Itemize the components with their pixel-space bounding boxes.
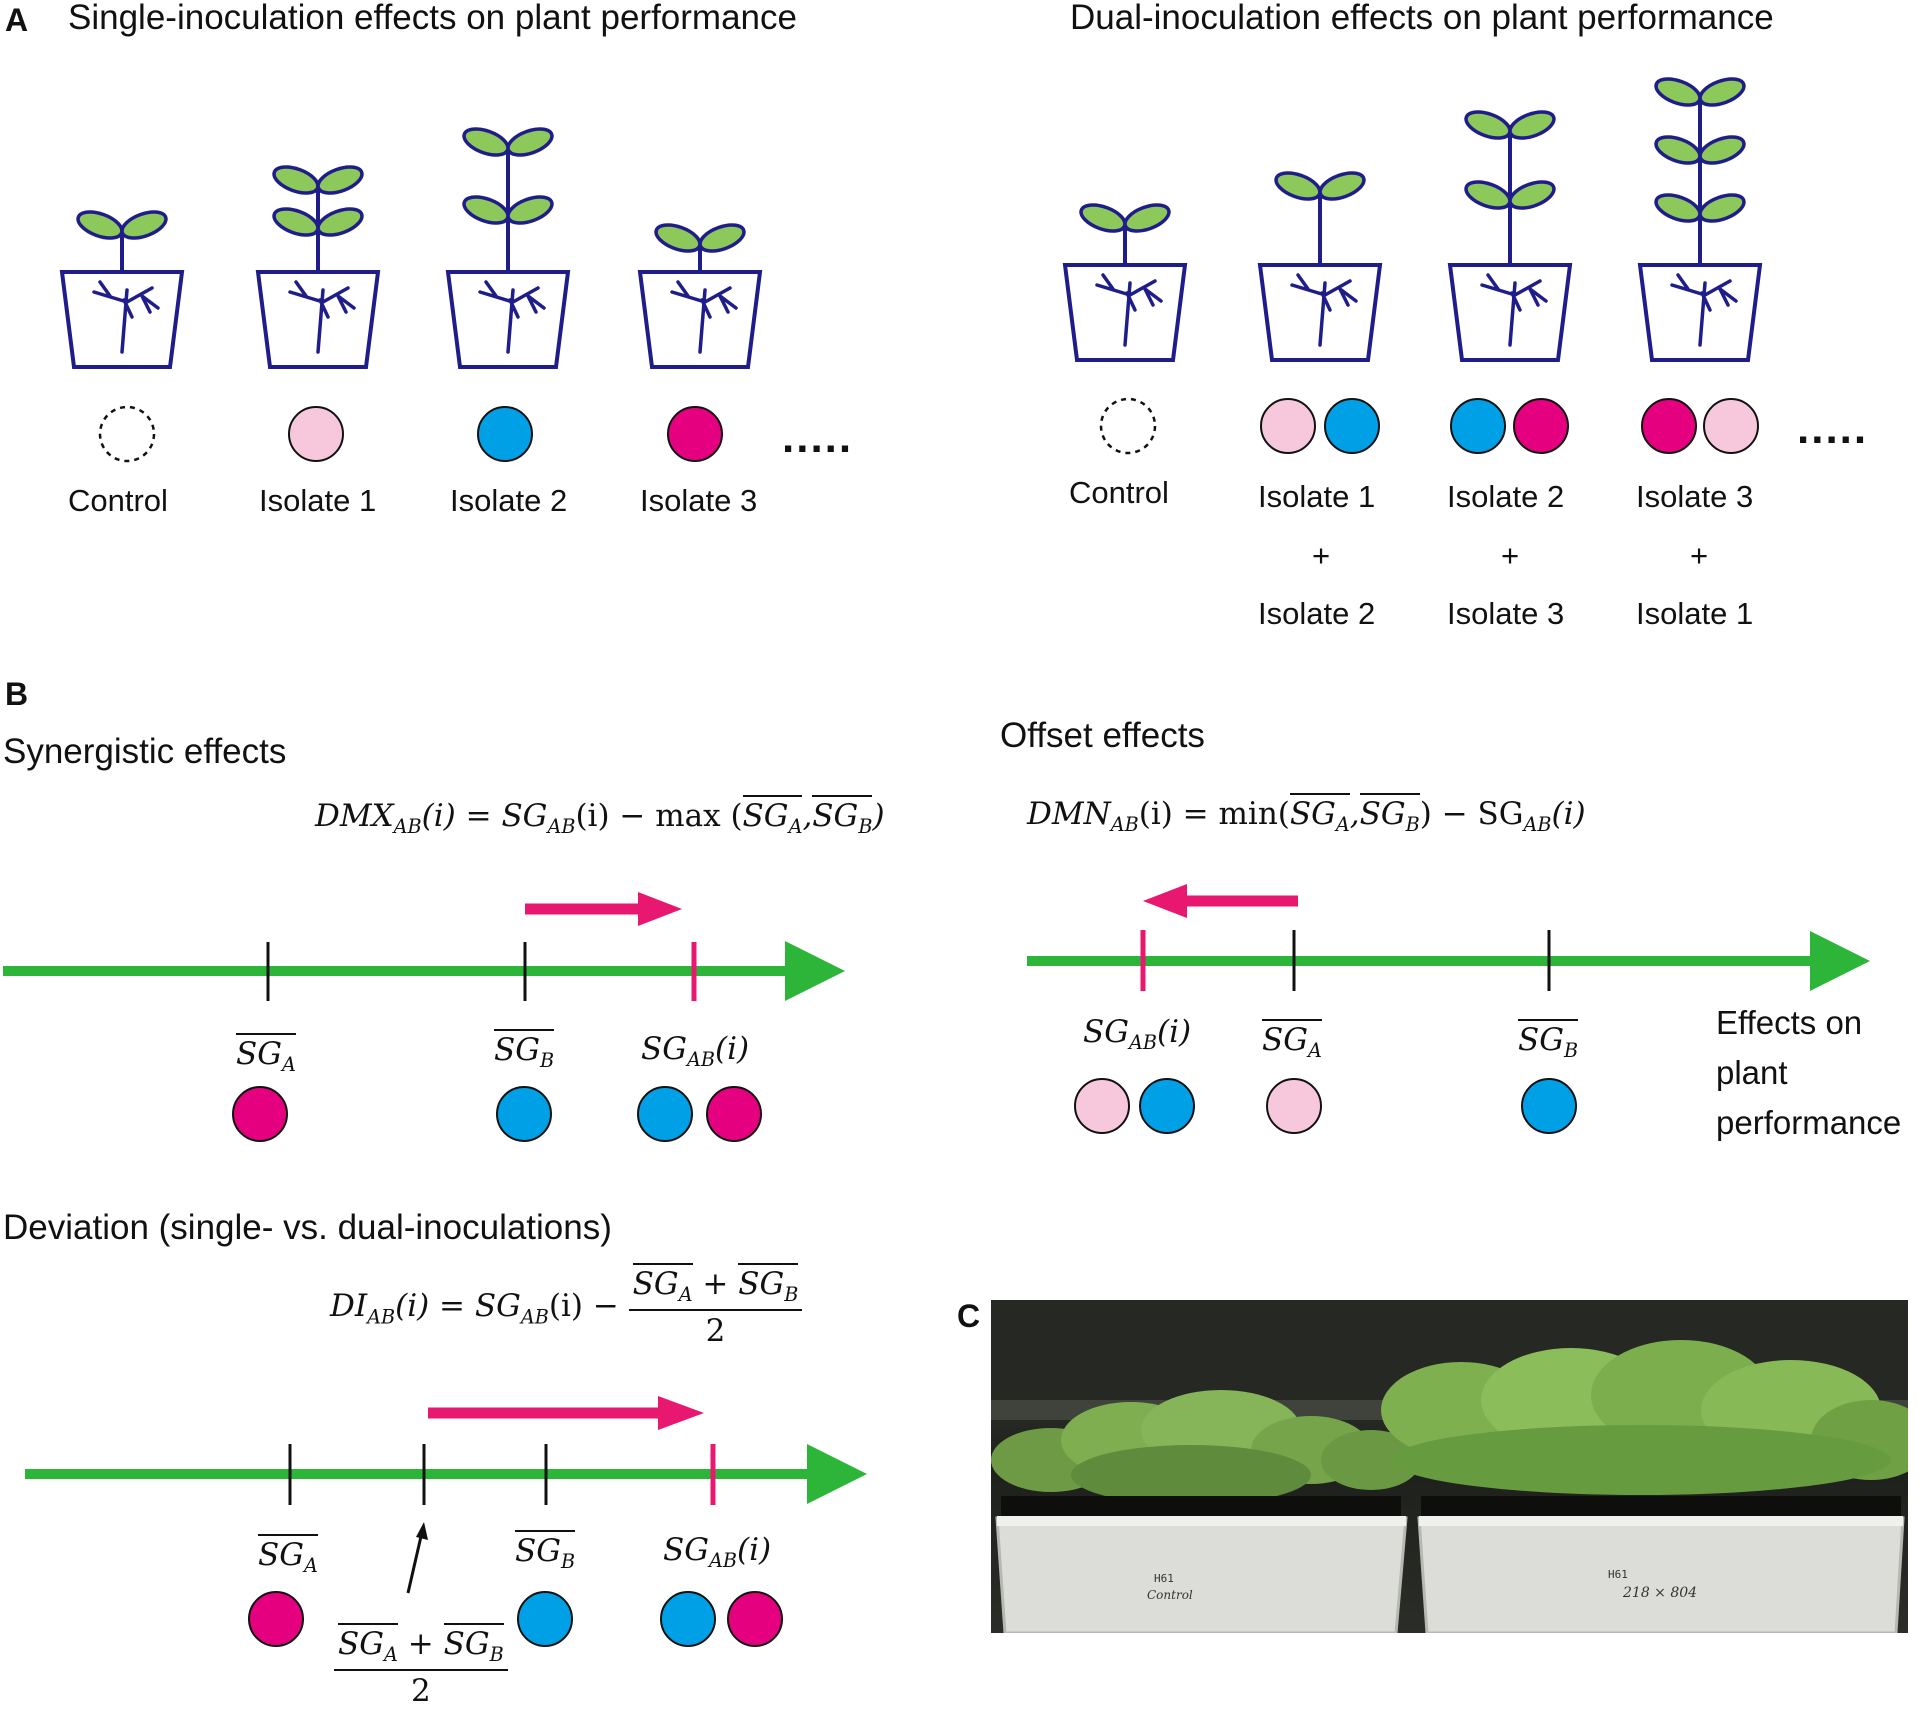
synergistic-label-sgb: SGB [494,1029,555,1072]
panel-b-letter: B [5,676,29,712]
deviation-label-sgab: SGAB(i) [663,1532,772,1573]
deviation-circle-ab-blue [660,1591,716,1647]
single-label-isolate-1: Isolate 1 [259,483,377,518]
single-label-control: Control [68,483,168,518]
offset-label-sga: SGA [1262,1019,1322,1062]
offset-label-sgb: SGB [1518,1019,1579,1062]
dual-combo-1-plus: + [1312,538,1331,573]
offset-circle-a [1266,1078,1322,1134]
dual-plant-1-2 [1258,166,1382,362]
dual-ellipsis: ..... [1797,404,1869,453]
dual-combo-2-second: Isolate 3 [1447,596,1565,631]
tray-right-label-line-1: H61 [1608,1568,1628,1581]
formula-mid: (i) = SG [421,798,548,834]
synergistic-title: Synergistic effects [3,732,287,771]
deviation-circle-ab-magenta [727,1591,783,1647]
offset-label-sgab: SGAB(i) [1083,1014,1192,1055]
deviation-label-sgb: SGB [515,1530,576,1573]
dual-combo-3-first: Isolate 3 [1636,479,1754,514]
deviation-circle-a [248,1591,304,1647]
dual-2-3-circle-isolate-2 [1450,398,1506,454]
deviation-circle-b [517,1591,573,1647]
dual-3-1-circle-isolate-3 [1641,398,1697,454]
formula-dmx: DMX [315,798,394,834]
deviation-title: Deviation (single- vs. dual-inoculations… [3,1208,612,1247]
offset-circle-ab-pink [1074,1078,1130,1134]
offset-title: Offset effects [1000,716,1205,755]
synergistic-circle-ab-blue [637,1086,693,1142]
dual-plant-3-1 [1638,72,1762,362]
single-ellipsis: ..... [782,413,854,462]
single-label-isolate-3: Isolate 3 [640,483,758,518]
dual-plant-control [1063,198,1187,362]
synergistic-circle-ab-magenta [706,1086,762,1142]
tray-left-label-line-2: Control [1147,1588,1193,1602]
plant-tray-photo: H61 Control H61 218 × 804 [991,1300,1908,1633]
dual-inoculation-title: Dual-inoculation effects on plant perfor… [1070,0,1774,37]
dual-combo-1-second: Isolate 2 [1258,596,1376,631]
synergistic-label-sga: SGA [236,1033,296,1076]
deviation-label-sga: SGA [258,1534,318,1577]
offset-formula: DMNAB(i) = min(SGA,SGB) − SGAB(i) [1027,793,1586,836]
tray-right-label-line-2: 218 × 804 [1623,1585,1698,1601]
single-plant-isolate-3 [638,218,762,369]
single-inoculation-title: Single-inoculation effects on plant perf… [68,0,797,37]
offset-circle-b [1521,1078,1577,1134]
dual-combo-2-plus: + [1501,538,1520,573]
synergistic-pink-arrow [525,892,682,926]
isolate-1-circle [288,406,344,462]
single-plant-isolate-2 [446,122,570,369]
single-plant-control [60,205,184,369]
dual-label-control: Control [1069,475,1169,510]
dual-control-empty-circle [1099,397,1157,455]
isolate-3-circle [667,406,723,462]
formula-max: (i) − max ( [575,798,743,834]
isolate-2-circle [477,406,533,462]
dual-combo-3-second: Isolate 1 [1636,596,1754,631]
left-plant-foliage [991,1390,1421,1505]
dual-2-3-circle-isolate-3 [1513,398,1569,454]
formula-sgab-sub: AB [547,815,576,839]
axis-label-effects-on: Effects on [1716,1004,1863,1041]
axis-label-plant: plant [1716,1054,1788,1091]
deviation-mean-pointer-arrow [406,1522,428,1594]
dual-plant-2-3 [1448,105,1572,362]
synergistic-formula: DMXAB(i) = SGAB(i) − max (SGA,SGB) [315,795,885,839]
deviation-pink-arrow [428,1396,704,1430]
control-empty-circle [98,405,156,463]
formula-sga-bar: SGA [742,795,803,838]
synergistic-circle-a [232,1086,288,1142]
dual-3-1-circle-isolate-1 [1703,398,1759,454]
dual-combo-2-first: Isolate 2 [1447,479,1565,514]
photo-drawing [991,1300,1908,1633]
dual-combo-1-first: Isolate 1 [1258,479,1376,514]
formula-sgb-bar: SGB [812,795,873,838]
single-label-isolate-2: Isolate 2 [450,483,568,518]
formula-dmx-sub: AB [393,815,422,839]
synergistic-label-sgab: SGAB(i) [641,1031,750,1072]
offset-circle-ab-blue [1139,1078,1195,1134]
panel-a-letter: A [5,2,29,38]
offset-pink-arrow [1143,884,1298,918]
panel-c-letter: C [957,1298,981,1334]
single-plant-isolate-1 [256,160,380,369]
dual-combo-3-plus: + [1690,538,1709,573]
dual-1-2-circle-isolate-1 [1260,398,1316,454]
synergistic-circle-b [496,1086,552,1142]
tray-left-label-line-1: H61 [1154,1572,1174,1585]
right-plant-foliage [1381,1340,1908,1495]
dual-1-2-circle-isolate-2 [1324,398,1380,454]
axis-label-performance: performance [1716,1104,1902,1141]
